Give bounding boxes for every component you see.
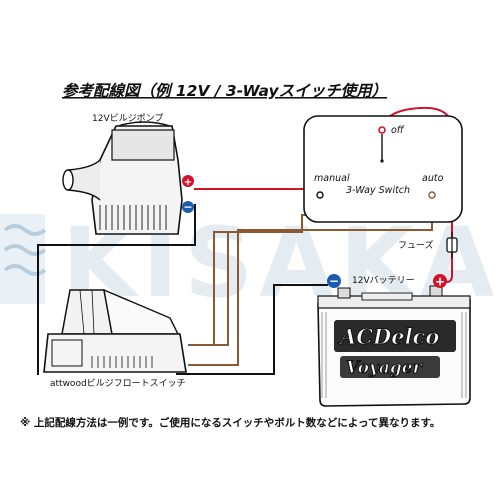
- switch-name-label: 3-Way Switch: [346, 185, 410, 196]
- float-switch-label: attwoodビルジフロートスイッチ: [50, 378, 186, 389]
- footnote: ※ 上記配線方法は一例です。ご使用になるスイッチやボルト数などによって異なります…: [20, 416, 440, 429]
- page-title: 参考配線図（例 12V / 3-Wayスイッチ使用）: [62, 82, 387, 100]
- pump-negative-terminal: −: [182, 201, 194, 214]
- svg-text:−: −: [183, 201, 192, 214]
- switch-auto-label: auto: [422, 173, 444, 184]
- battery-brand-line2: Voyager: [346, 358, 423, 378]
- red-wire-pump: [194, 188, 320, 206]
- switch-off-label: off: [391, 125, 405, 136]
- switch-off-terminal: [378, 126, 386, 134]
- battery-positive-terminal: +: [433, 274, 447, 289]
- svg-text:+: +: [184, 177, 192, 188]
- three-way-switch: [303, 115, 463, 223]
- battery-negative-terminal: −: [327, 274, 341, 288]
- svg-text:−: −: [329, 274, 339, 288]
- fuse-icon: [446, 232, 458, 258]
- battery-brand-line1: ACDelco: [338, 324, 439, 349]
- black-wire-battery-negative: [176, 284, 328, 375]
- pump-positive-terminal: +: [182, 175, 194, 188]
- switch-auto-terminal: [428, 191, 436, 199]
- pump-label: 12Vビルジポンプ: [92, 113, 163, 124]
- fuse-label: フューズ: [398, 239, 434, 251]
- switch-manual-terminal: [316, 191, 324, 199]
- switch-manual-label: manual: [314, 173, 350, 184]
- svg-text:+: +: [435, 275, 445, 289]
- float-switch: [43, 288, 187, 373]
- battery: ACDelco Voyager: [317, 285, 471, 407]
- black-wire-pump-negative: [37, 204, 196, 375]
- bilge-pump: [62, 121, 183, 235]
- battery-label: 12Vバッテリー: [352, 275, 415, 286]
